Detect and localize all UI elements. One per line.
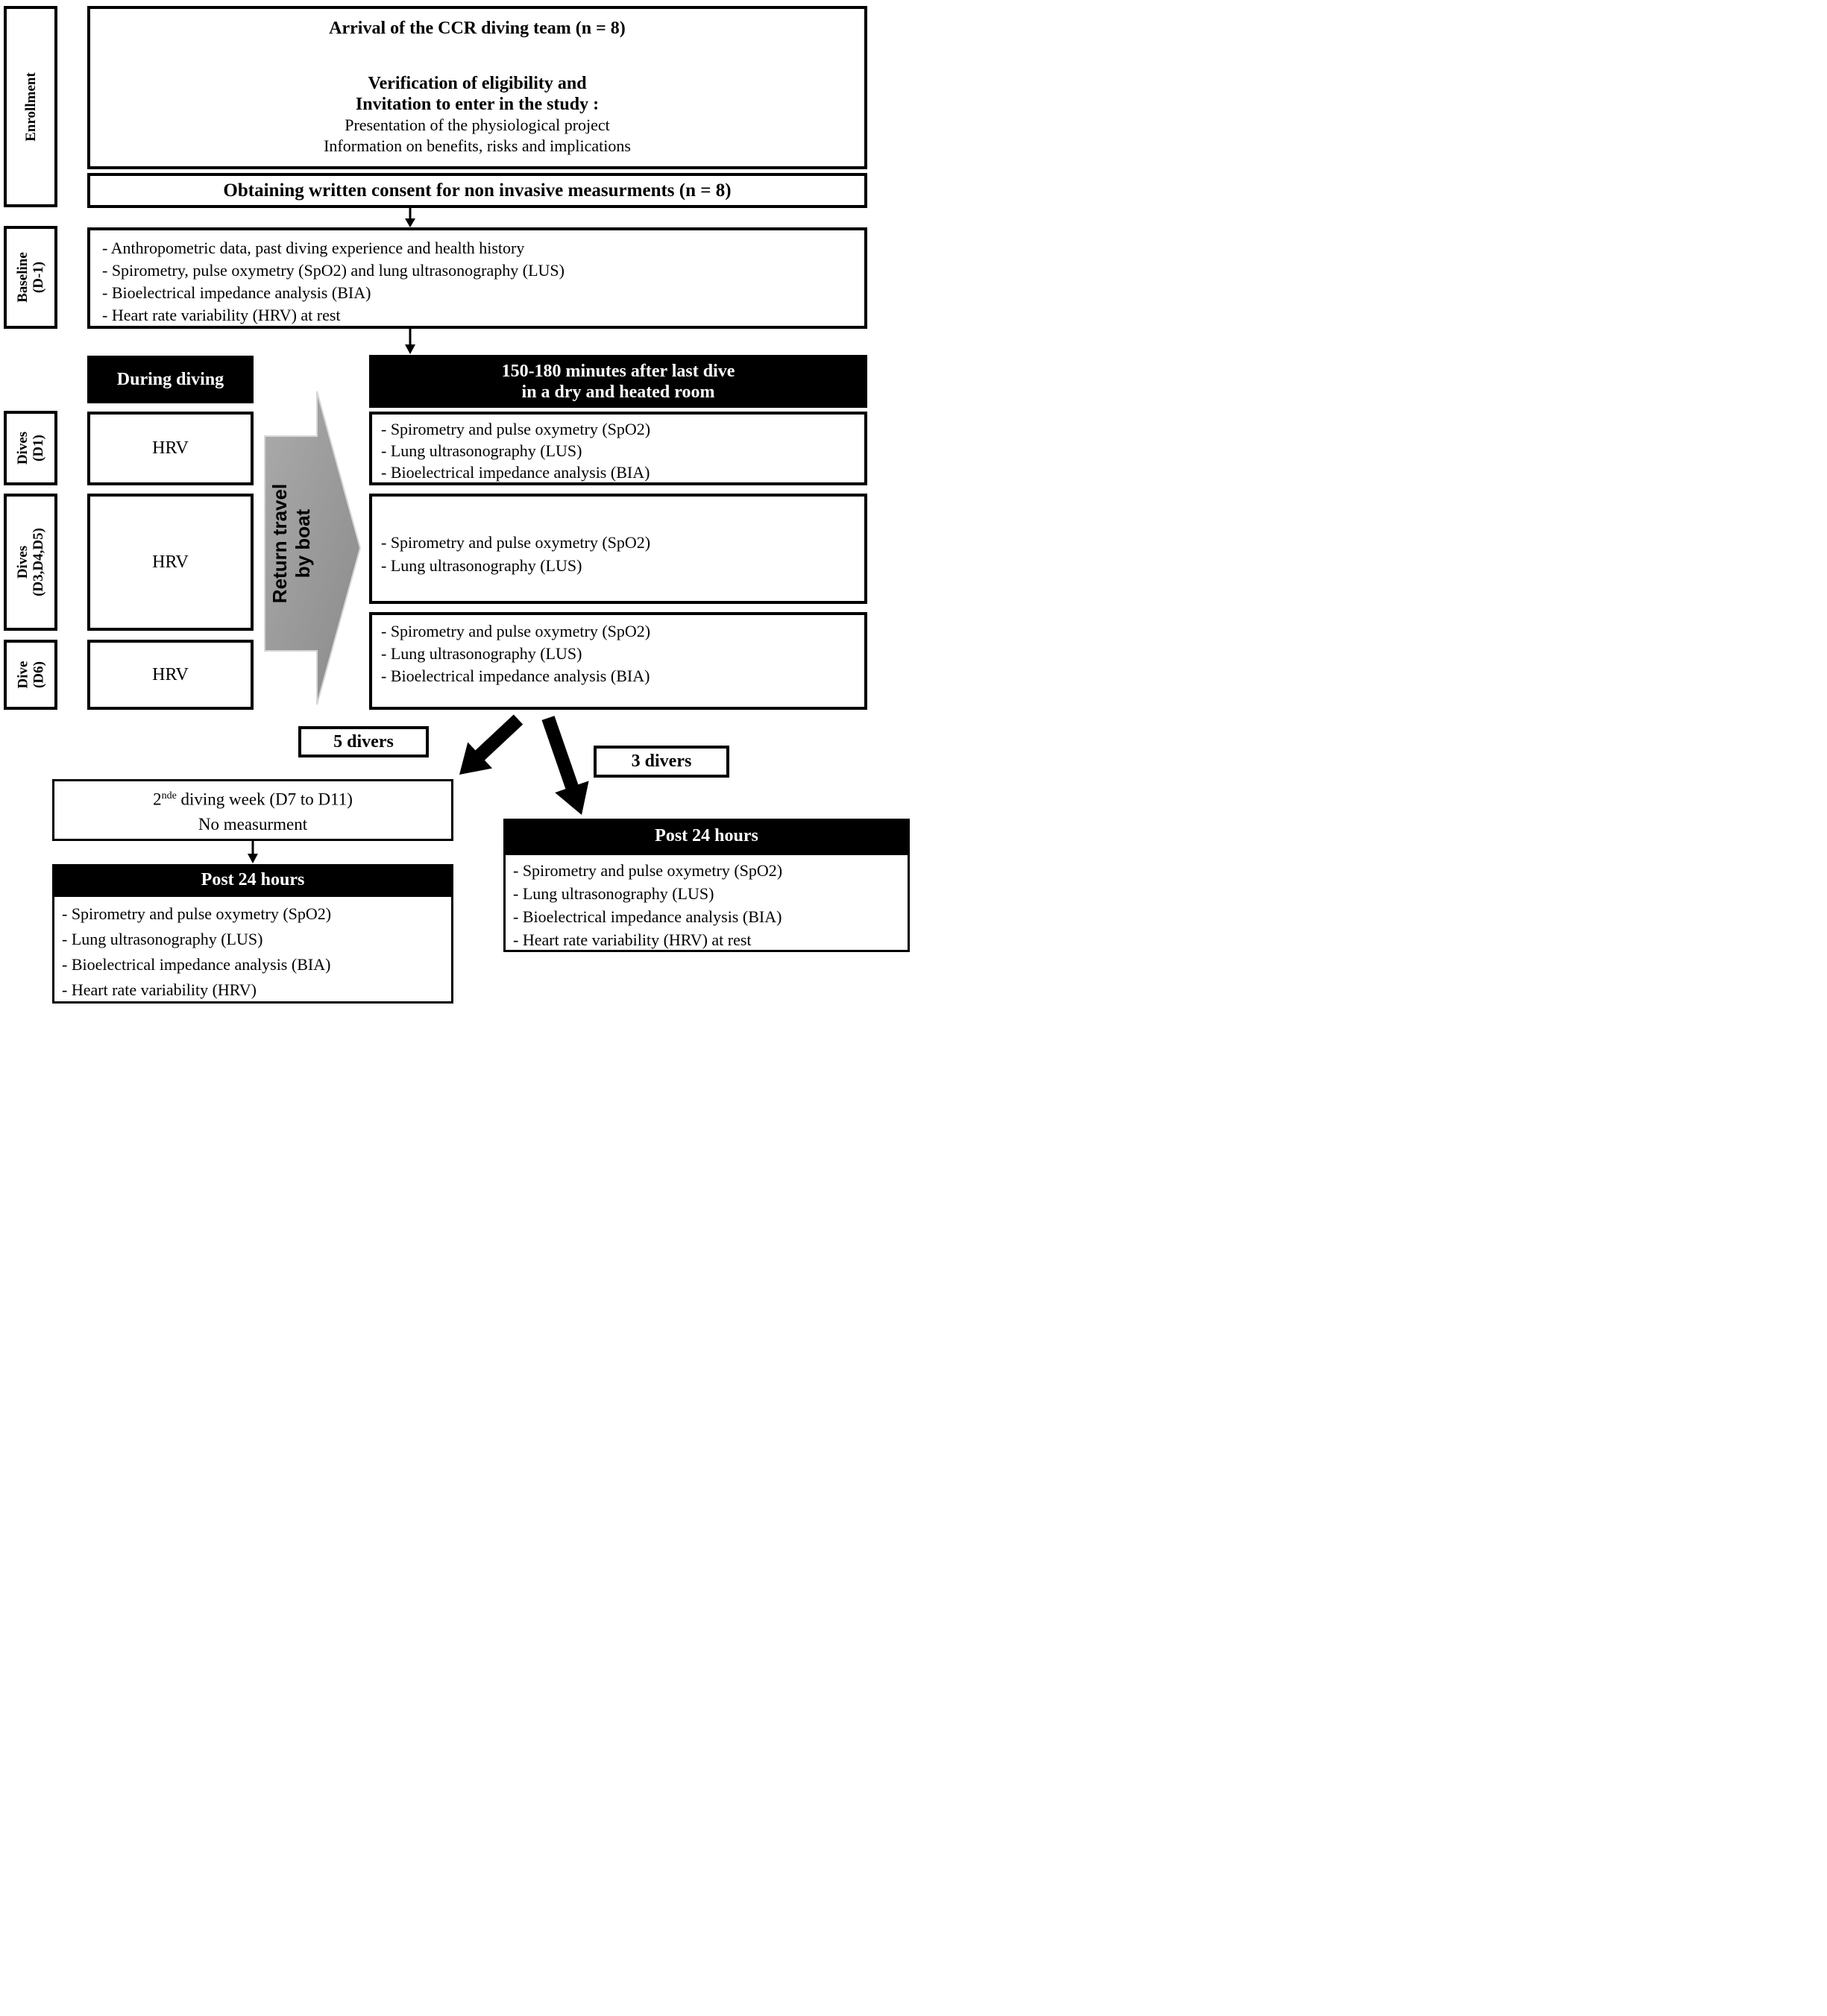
post24-right-header: Post 24 hours xyxy=(503,819,910,853)
enrollment-line-invitation: Invitation to enter in the study : xyxy=(355,95,600,114)
post24-left-item: - Heart rate variability (HRV) xyxy=(62,980,257,999)
hrv-box-d1: HRV xyxy=(87,412,254,485)
baseline-box: - Anthropometric data, past diving exper… xyxy=(87,227,867,329)
after-dive-d1-item: - Lung ultrasonography (LUS) xyxy=(381,441,582,460)
second-week-rest: diving week (D7 to D11) xyxy=(176,790,353,809)
enrollment-line-verification: Verification of eligibility and xyxy=(368,74,587,93)
after-dive-d6-item: - Spirometry and pulse oxymetry (SpO2) xyxy=(381,622,651,640)
hrv-label-d1: HRV xyxy=(152,438,189,458)
three-divers-label: 3 divers xyxy=(631,752,692,771)
after-dive-box-d345: - Spirometry and pulse oxymetry (SpO2) -… xyxy=(369,494,867,604)
post24-right-title: Post 24 hours xyxy=(655,825,758,845)
stage-label-enrollment: Enrollment xyxy=(22,72,39,142)
baseline-item: - Anthropometric data, past diving exper… xyxy=(102,239,525,257)
post24-right-item: - Heart rate variability (HRV) at rest xyxy=(513,930,752,949)
five-divers-label: 5 divers xyxy=(333,731,394,752)
second-week-box: 2nde diving week (D7 to D11) No measurme… xyxy=(52,779,453,841)
return-travel-label: Return travel by boat xyxy=(268,483,314,604)
after-dive-d1-item: - Spirometry and pulse oxymetry (SpO2) xyxy=(381,420,651,438)
study-flowchart: Enrollment Baseline (D-1) Dives (D1) Div… xyxy=(0,0,913,1008)
baseline-item: - Heart rate variability (HRV) at rest xyxy=(102,306,341,324)
during-diving-label: During diving xyxy=(116,369,224,389)
stage-box-dives-d345: Dives (D3,D4,D5) xyxy=(4,494,57,631)
five-divers-box: 5 divers xyxy=(298,726,429,757)
stage-label-dives-d345: Dives (D3,D4,D5) xyxy=(15,528,47,596)
down-arrow-baseline-to-dives xyxy=(405,329,415,354)
stage-box-dive-d6: Dive (D6) xyxy=(4,640,57,710)
baseline-item: - Bioelectrical impedance analysis (BIA) xyxy=(102,283,371,302)
hrv-box-d6: HRV xyxy=(87,640,254,710)
after-dive-header: 150-180 minutes after last dive in a dry… xyxy=(369,355,867,408)
stage-label-baseline: Baseline (D-1) xyxy=(15,252,46,303)
split-arrow-to-post24 xyxy=(541,716,589,815)
after-dive-label: 150-180 minutes after last dive in a dry… xyxy=(501,361,735,402)
split-arrow-to-second-week xyxy=(459,714,523,775)
second-week-base: 2 xyxy=(153,790,162,809)
consent-box: Obtaining written consent for non invasi… xyxy=(87,173,867,208)
post24-left-title: Post 24 hours xyxy=(201,869,305,889)
post24-right-item: - Bioelectrical impedance analysis (BIA) xyxy=(513,907,782,926)
stage-box-baseline: Baseline (D-1) xyxy=(4,226,57,329)
enrollment-line-presentation: Presentation of the physiological projec… xyxy=(345,116,610,134)
post24-right-item: - Spirometry and pulse oxymetry (SpO2) xyxy=(513,861,783,880)
post24-right-box: - Spirometry and pulse oxymetry (SpO2) -… xyxy=(503,853,910,952)
after-dive-box-d1: - Spirometry and pulse oxymetry (SpO2) -… xyxy=(369,412,867,485)
three-divers-box: 3 divers xyxy=(594,746,729,778)
baseline-item: - Spirometry, pulse oxymetry (SpO2) and … xyxy=(102,261,565,280)
after-dive-d345-item: - Lung ultrasonography (LUS) xyxy=(381,556,582,575)
right-block-arrow-icon xyxy=(264,391,362,705)
post24-left-box: - Spirometry and pulse oxymetry (SpO2) -… xyxy=(52,895,453,1004)
post24-left-item: - Spirometry and pulse oxymetry (SpO2) xyxy=(62,904,332,923)
post24-left-item: - Lung ultrasonography (LUS) xyxy=(62,930,263,948)
second-week-line1: 2nde diving week (D7 to D11) xyxy=(153,784,353,812)
enrollment-line-arrival: Arrival of the CCR diving team (n = 8) xyxy=(329,19,626,38)
down-arrow-week-to-post24 xyxy=(248,841,258,863)
after-dive-d6-item: - Lung ultrasonography (LUS) xyxy=(381,644,582,663)
post24-left-header: Post 24 hours xyxy=(52,864,453,895)
down-arrow-consent-to-baseline xyxy=(405,208,415,227)
stage-box-dives-d1: Dives (D1) xyxy=(4,411,57,485)
enrollment-spacer xyxy=(90,39,864,73)
enrollment-line-information: Information on benefits, risks and impli… xyxy=(324,136,631,155)
after-dive-d6-item: - Bioelectrical impedance analysis (BIA) xyxy=(381,667,650,685)
stage-label-dives-d1: Dives (D1) xyxy=(14,431,46,465)
post24-right-item: - Lung ultrasonography (LUS) xyxy=(513,884,714,903)
stage-label-dive-d6: Dive (D6) xyxy=(15,661,46,689)
return-travel-arrow: Return travel by boat xyxy=(262,389,363,706)
second-week-line2: No measurment xyxy=(198,814,308,834)
hrv-label-d6: HRV xyxy=(152,664,189,684)
after-dive-d1-item: - Bioelectrical impedance analysis (BIA) xyxy=(381,463,650,482)
hrv-box-d345: HRV xyxy=(87,494,254,631)
post24-left-item: - Bioelectrical impedance analysis (BIA) xyxy=(62,955,331,974)
enrollment-box: Arrival of the CCR diving team (n = 8) V… xyxy=(87,6,867,169)
during-diving-header: During diving xyxy=(87,356,254,403)
consent-label: Obtaining written consent for non invasi… xyxy=(223,180,732,201)
after-dive-d345-item: - Spirometry and pulse oxymetry (SpO2) xyxy=(381,533,651,552)
stage-box-enrollment: Enrollment xyxy=(4,6,57,207)
second-week-sup: nde xyxy=(161,790,177,802)
hrv-label-d345: HRV xyxy=(152,552,189,572)
after-dive-box-d6: - Spirometry and pulse oxymetry (SpO2) -… xyxy=(369,612,867,710)
